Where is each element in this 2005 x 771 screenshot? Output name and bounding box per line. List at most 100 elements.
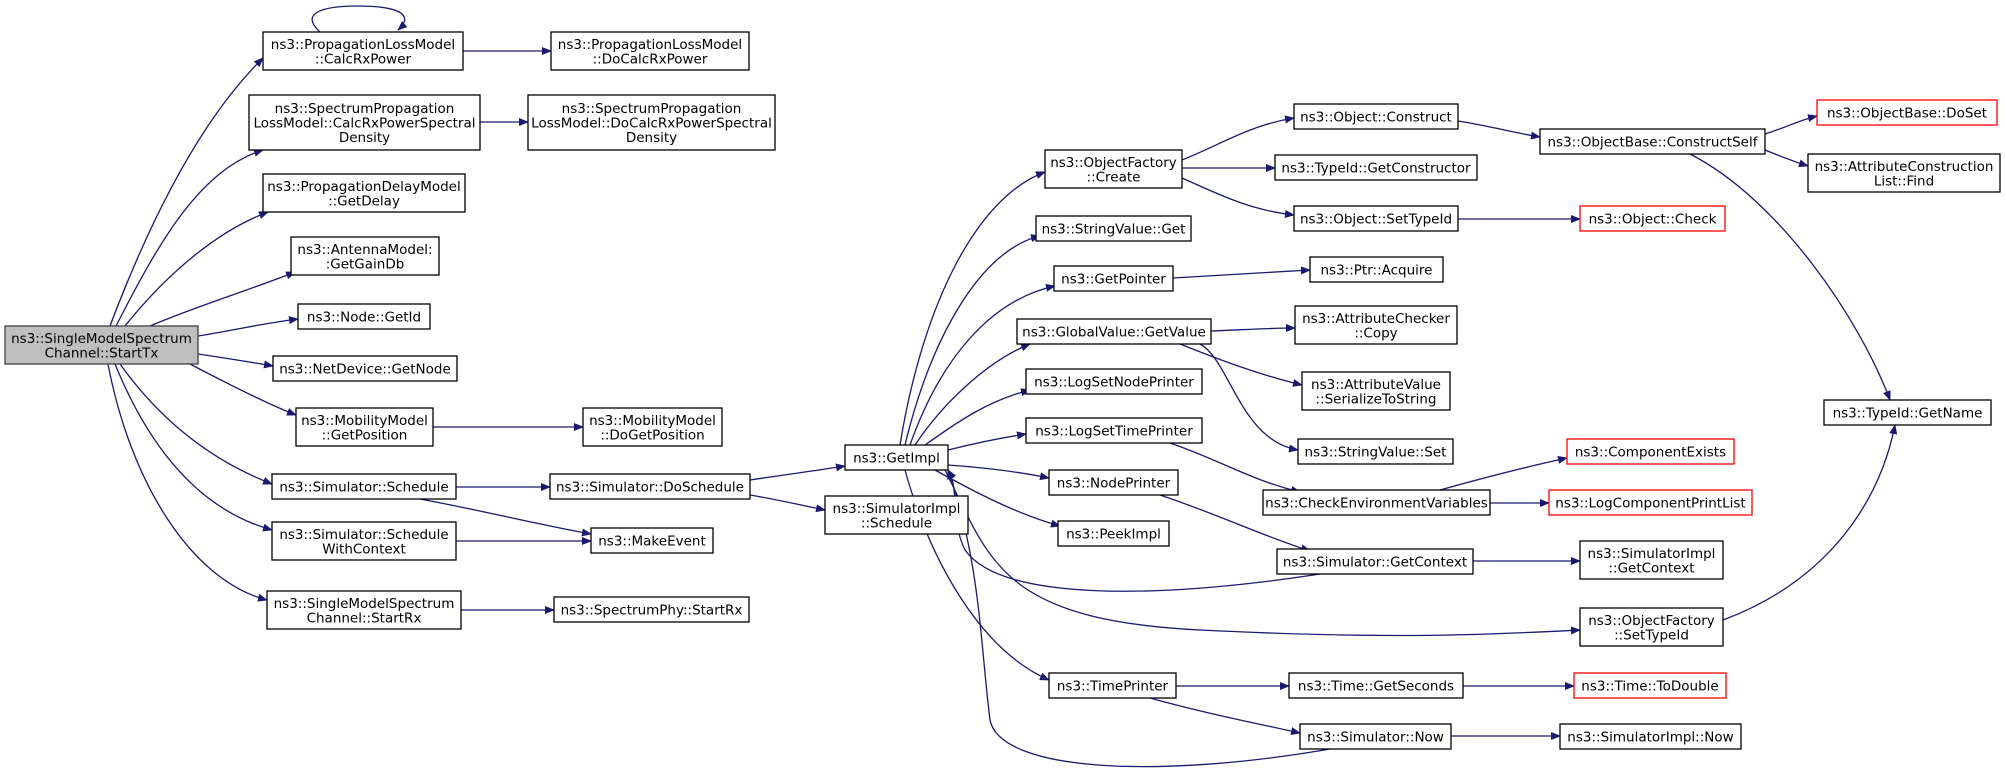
edge-plm-calc-self-loop [311,5,408,33]
node-sim-getcontext[interactable]: ns3::Simulator::GetContext [1276,548,1474,575]
edge-root-to-smsc-startrx [107,363,268,602]
node-ac-copy[interactable]: ns3::AttributeChecker::Copy [1294,305,1458,345]
edge-of-create-to-construct [1181,115,1295,161]
edge-getimpl-to-of-settypeid [944,469,1581,637]
node-logcomp-printlist[interactable]: ns3::LogComponentPrintList [1548,489,1753,516]
node-box [266,590,462,630]
node-node-getid[interactable]: ns3::Node::GetId [297,303,431,330]
node-sim-schedule[interactable]: ns3::Simulator::Schedule [271,473,457,500]
node-box [549,473,751,500]
node-nodeprinter[interactable]: ns3::NodePrinter [1048,469,1179,496]
node-makeevent[interactable]: ns3::MakeEvent [590,527,714,554]
node-label: ns3::StringValue::Get [1042,222,1186,238]
node-label: ns3::Simulator::GetContext [1283,555,1467,571]
node-label: ns3::PropagationDelayModel [267,179,460,195]
node-obj-check[interactable]: ns3::Object::Check [1579,205,1726,232]
node-box [271,473,457,500]
node-label: ::GetContext [1608,560,1694,576]
node-box [1048,469,1179,496]
node-phy-startrx[interactable]: ns3::SpectrumPhy::StartRx [553,596,750,623]
node-label: ns3::ObjectFactory [1050,155,1177,171]
node-box [553,596,750,623]
node-simimpl-getcontext[interactable]: ns3::SimulatorImpl::GetContext [1579,540,1724,580]
node-label: ns3::PropagationLossModel [558,37,742,53]
node-simimpl-now[interactable]: ns3::SimulatorImpl::Now [1559,723,1742,750]
node-box [297,303,431,330]
node-log-timeprinter[interactable]: ns3::LogSetTimePrinter [1025,417,1203,444]
node-label: ns3::TypeId::GetConstructor [1281,161,1471,177]
node-checkenv[interactable]: ns3::CheckEnvironmentVariables [1262,489,1491,516]
node-label: ns3::GetImpl [853,451,940,467]
node-gv-getvalue[interactable]: ns3::GlobalValue::GetValue [1016,318,1212,345]
node-plm-docalc[interactable]: ns3::PropagationLossModel::DoCalcRxPower [550,31,750,71]
node-timeprinter[interactable]: ns3::TimePrinter [1048,672,1177,699]
node-of-create[interactable]: ns3::ObjectFactory::Create [1044,149,1183,189]
node-box [1579,205,1726,232]
node-peekimpl[interactable]: ns3::PeekImpl [1057,520,1170,547]
node-box [527,94,776,151]
node-label: ns3::LogComponentPrintList [1555,496,1745,512]
edge-nodeprinter-to-sim-getcontext [1159,494,1311,553]
node-ob-constructself[interactable]: ns3::ObjectBase::ConstructSelf [1539,128,1766,155]
edge-doschedule-to-getimpl [749,463,846,481]
node-label: ::Copy [1354,325,1397,341]
node-label: ns3::SpectrumPropagation [275,101,455,117]
node-box [582,407,723,447]
node-box [550,31,750,71]
edge-gv-getvalue-to-copy [1210,324,1296,333]
node-getpointer[interactable]: ns3::GetPointer [1053,265,1174,292]
edge-checkenv-to-compexists [1439,455,1568,491]
node-splm-docalc[interactable]: ns3::SpectrumPropagationLossModel::DoCal… [527,94,776,151]
node-antenna-gain[interactable]: ns3::AntennaModel::GetGainDb [290,236,440,276]
node-box [1579,540,1724,580]
node-label: ns3::GlobalValue::GetValue [1022,325,1206,341]
node-ptr-acquire[interactable]: ns3::Ptr::Acquire [1309,256,1444,283]
node-label: ::DoCalcRxPower [593,51,708,67]
node-time-todouble[interactable]: ns3::Time::ToDouble [1573,672,1727,699]
edge-sim-schedule-to-makeevent [419,498,592,537]
node-log-nodeprinter[interactable]: ns3::LogSetNodePrinter [1025,368,1203,395]
node-sim-doschedule[interactable]: ns3::Simulator::DoSchedule [549,473,751,500]
node-mob-dogetpos[interactable]: ns3::MobilityModel::DoGetPosition [582,407,723,447]
edge-timeprinter-to-sim-now [1149,697,1301,735]
node-label: ::SerializeToString [1316,391,1437,407]
node-sv-get[interactable]: ns3::StringValue::Get [1035,215,1192,242]
node-getimpl[interactable]: ns3::GetImpl [844,444,949,471]
edge-doschedule-to-simimpl-schedule [749,494,826,513]
node-splm-calc[interactable]: ns3::SpectrumPropagationLossModel::CalcR… [248,94,481,151]
node-netdev-getnode[interactable]: ns3::NetDevice::GetNode [272,355,458,382]
node-label: WithContext [322,541,406,557]
node-label: ns3::MakeEvent [598,534,706,550]
node-time-getseconds[interactable]: ns3::Time::GetSeconds [1288,672,1464,699]
edge-getimpl-to-gv-getvalue [914,343,1031,446]
node-box [1823,399,1992,426]
node-box [1016,318,1212,345]
node-ob-doset[interactable]: ns3::ObjectBase::DoSet [1816,99,1998,126]
node-sv-set[interactable]: ns3::StringValue::Set [1297,438,1454,465]
node-box [1048,672,1177,699]
node-label: ::GetPosition [322,427,408,443]
node-mob-getpos[interactable]: ns3::MobilityModel::GetPosition [295,407,434,447]
node-typeid-getname[interactable]: ns3::TypeId::GetName [1823,399,1992,426]
node-box [1559,723,1742,750]
node-label: ns3::SpectrumPropagation [562,101,742,117]
node-box [1299,723,1452,750]
node-label: ns3::ObjectFactory [1588,613,1715,629]
node-plm-calc[interactable]: ns3::PropagationLossModel::CalcRxPower [262,31,464,71]
node-box [1573,672,1727,699]
node-label: ns3::Simulator::Schedule [279,480,448,496]
node-pdm-getdelay[interactable]: ns3::PropagationDelayModel::GetDelay [262,173,466,213]
node-obj-construct[interactable]: ns3::Object::Construct [1293,103,1459,130]
node-av-serialize[interactable]: ns3::AttributeValue::SerializeToString [1301,371,1451,411]
node-obj-settypeid[interactable]: ns3::Object::SetTypeId [1293,205,1459,232]
edge-sim-now-to-getimpl [947,469,1331,768]
node-typeid-getctor[interactable]: ns3::TypeId::GetConstructor [1274,154,1478,181]
node-simimpl-schedule[interactable]: ns3::SimulatorImpl::Schedule [824,495,969,535]
node-compexists[interactable]: ns3::ComponentExists [1566,438,1735,465]
node-sim-now[interactable]: ns3::Simulator::Now [1299,723,1452,750]
node-of-settypeid[interactable]: ns3::ObjectFactory::SetTypeId [1579,607,1724,647]
